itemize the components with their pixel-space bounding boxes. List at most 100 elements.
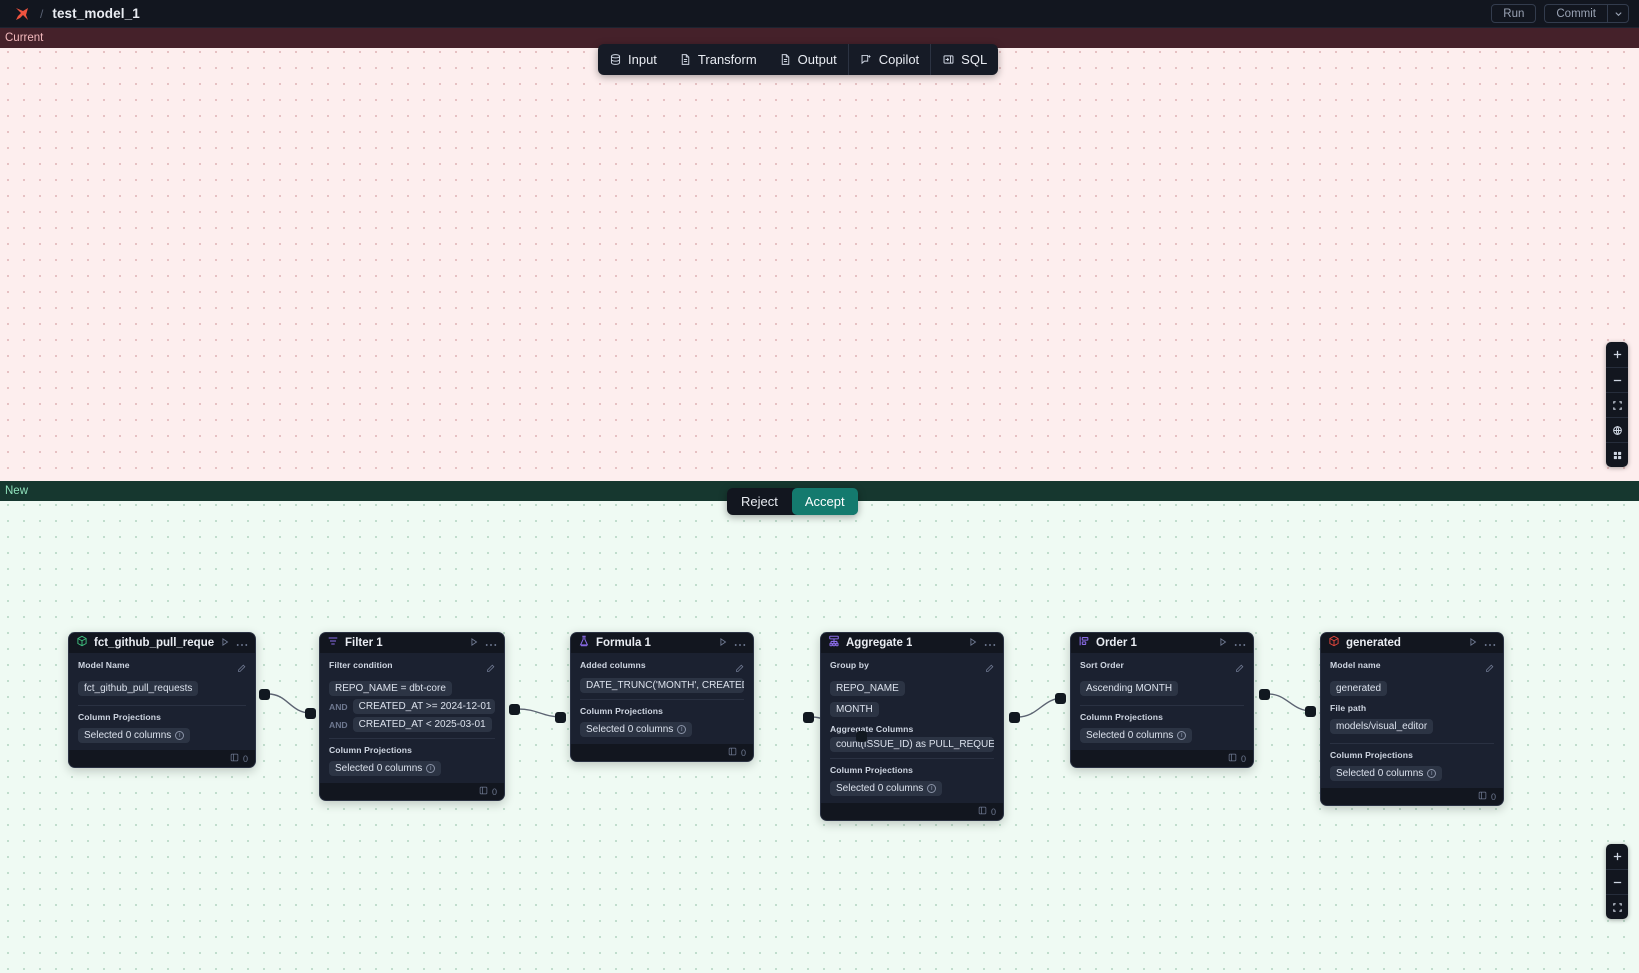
node-formula-1[interactable]: Formula 1 Added columns DATE_TRUNC('MONT… — [570, 632, 754, 762]
fit-view-icon[interactable] — [1606, 392, 1628, 417]
node-order-1[interactable]: Order 1 Sort Order Ascending MONTH Colum… — [1070, 632, 1254, 768]
accept-button[interactable]: Accept — [791, 488, 858, 515]
more-options-icon[interactable] — [485, 634, 497, 652]
sql-panel-icon — [942, 53, 955, 66]
model-name-field: Model name — [1330, 660, 1494, 678]
run-node-icon[interactable] — [469, 634, 479, 652]
column-projections-label: Column Projections — [78, 712, 161, 722]
node-header: Aggregate 1 — [821, 633, 1003, 653]
column-projections-value[interactable]: Selected 0 columns i — [329, 761, 442, 776]
pencil-edit-icon[interactable] — [735, 660, 744, 678]
filter-condition-value[interactable]: REPO_NAME = dbt-core — [329, 681, 452, 696]
more-options-icon[interactable] — [984, 634, 996, 652]
run-node-icon[interactable] — [220, 634, 230, 652]
column-projections-value[interactable]: Selected 0 columns i — [830, 781, 943, 796]
node-aggregate-1[interactable]: Aggregate 1 Group by REPO_NAME MONTH Agg… — [820, 632, 1004, 821]
more-options-icon[interactable] — [1484, 634, 1496, 652]
node-body: Model name generated File path models/vi… — [1321, 653, 1503, 788]
more-options-icon[interactable] — [1234, 634, 1246, 652]
center-icon[interactable] — [1606, 417, 1628, 442]
filter-condition-value[interactable]: CREATED_AT < 2025-03-01 — [352, 717, 492, 732]
node-generated[interactable]: generated Model name generated File path… — [1320, 632, 1504, 806]
node-title: generated — [1346, 637, 1401, 649]
info-icon[interactable]: i — [1177, 731, 1187, 740]
sort-order-value[interactable]: Ascending MONTH — [1080, 681, 1179, 696]
node-port[interactable] — [1305, 706, 1316, 717]
tab-input[interactable]: Input — [598, 44, 668, 75]
node-header-actions — [220, 634, 248, 652]
file-path-label: File path — [1330, 703, 1367, 713]
node-port[interactable] — [555, 712, 566, 723]
run-node-icon[interactable] — [718, 634, 728, 652]
reject-button[interactable]: Reject — [741, 494, 778, 509]
run-button[interactable]: Run — [1491, 4, 1537, 23]
row-count: 0 — [242, 753, 248, 764]
group-by-value[interactable]: MONTH — [830, 702, 879, 717]
zoom-out-icon[interactable] — [1606, 367, 1628, 392]
info-icon[interactable]: i — [677, 725, 687, 734]
fit-view-icon[interactable] — [1606, 894, 1628, 919]
column-projections-value[interactable]: Selected 0 columns i — [1330, 766, 1443, 781]
rows-count-icon — [1478, 791, 1487, 802]
tab-transform-label: Transform — [697, 52, 757, 67]
zoom-out-icon[interactable] — [1606, 869, 1628, 894]
cube-red-icon — [1328, 634, 1340, 652]
aggregate-columns-value[interactable]: count(ISSUE_ID) as PULL_REQUEST_... — [830, 737, 994, 752]
rows-count-icon — [479, 786, 488, 797]
node-port[interactable] — [305, 708, 316, 719]
node-filter-1[interactable]: Filter 1 Filter condition REPO_NAME = db… — [319, 632, 505, 801]
node-port[interactable] — [259, 689, 270, 700]
node-title: Order 1 — [1096, 637, 1137, 649]
column-projections-label: Column Projections — [580, 706, 663, 716]
added-columns-value[interactable]: DATE_TRUNC('MONTH', CREATED_AT... — [580, 678, 744, 693]
pencil-edit-icon[interactable] — [985, 660, 994, 678]
info-icon[interactable]: i — [1427, 769, 1437, 778]
tab-sql[interactable]: SQL — [930, 44, 998, 75]
node-port[interactable] — [1259, 689, 1270, 700]
chevron-down-icon[interactable] — [1607, 4, 1629, 23]
node-port[interactable] — [856, 731, 867, 742]
info-icon[interactable]: i — [175, 731, 185, 740]
pencil-edit-icon[interactable] — [1485, 660, 1494, 678]
divider — [78, 705, 246, 706]
pencil-edit-icon[interactable] — [237, 660, 246, 678]
node-header: Filter 1 — [320, 633, 504, 653]
grid-icon[interactable] — [1606, 442, 1628, 467]
node-fct-github-pull-requests[interactable]: fct_github_pull_requests Model Name fct_… — [68, 632, 256, 768]
filter-condition-value[interactable]: CREATED_AT >= 2024-12-01 — [352, 699, 495, 714]
commit-button[interactable]: Commit — [1544, 4, 1607, 23]
column-projections-value[interactable]: Selected 0 columns i — [78, 728, 191, 743]
file-path-value[interactable]: models/visual_editor — [1330, 719, 1434, 734]
tab-copilot[interactable]: Copilot — [847, 44, 930, 75]
new-version-pane: New fct_github_pull_requests — [0, 481, 1639, 973]
sort-order-field: Sort Order — [1080, 660, 1244, 678]
pencil-edit-icon[interactable] — [1235, 660, 1244, 678]
filter-purple-icon — [327, 634, 339, 652]
more-options-icon[interactable] — [236, 634, 248, 652]
node-port[interactable] — [1009, 712, 1020, 723]
model-name-value[interactable]: fct_github_pull_requests — [78, 681, 199, 696]
zoom-in-icon[interactable] — [1606, 342, 1628, 367]
tab-transform[interactable]: Transform — [668, 44, 768, 75]
node-port[interactable] — [803, 712, 814, 723]
node-body: Sort Order Ascending MONTH Column Projec… — [1071, 653, 1253, 750]
run-node-icon[interactable] — [1218, 634, 1228, 652]
info-icon[interactable]: i — [927, 784, 937, 793]
pencil-edit-icon[interactable] — [486, 660, 495, 678]
node-footer: 0 — [571, 744, 753, 761]
zoom-in-icon[interactable] — [1606, 844, 1628, 869]
run-node-icon[interactable] — [1468, 634, 1478, 652]
column-projections-value[interactable]: Selected 0 columns i — [1080, 728, 1193, 743]
condition-conjunction: AND — [329, 719, 348, 730]
tab-output[interactable]: Output — [768, 44, 848, 75]
node-port[interactable] — [1055, 693, 1066, 704]
model-name-value[interactable]: generated — [1330, 681, 1388, 696]
column-projections-value[interactable]: Selected 0 columns i — [580, 722, 693, 737]
more-options-icon[interactable] — [734, 634, 746, 652]
node-port[interactable] — [509, 704, 520, 715]
group-by-value[interactable]: REPO_NAME — [830, 681, 905, 696]
x-logo-icon[interactable] — [13, 5, 31, 23]
run-node-icon[interactable] — [968, 634, 978, 652]
info-icon[interactable]: i — [426, 764, 436, 773]
node-footer: 0 — [821, 803, 1003, 820]
